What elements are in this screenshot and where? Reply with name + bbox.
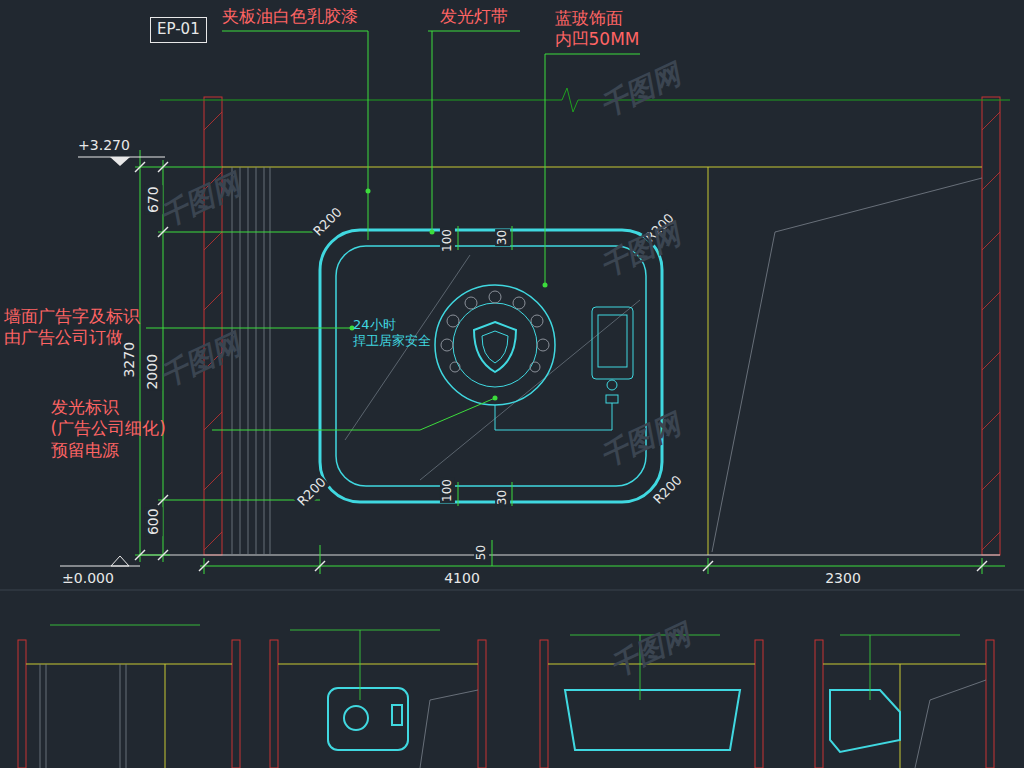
break-line bbox=[160, 88, 1010, 112]
material-note: 发光标识(广告公司细化) 预留电源 bbox=[51, 397, 166, 461]
radius-value: R200 bbox=[294, 474, 331, 511]
sheet-tag: EP-01 bbox=[157, 20, 200, 40]
shield-icon bbox=[482, 331, 508, 363]
dimension-line bbox=[135, 150, 1005, 574]
watermark: 千图网 bbox=[595, 216, 686, 283]
logo-ring bbox=[453, 303, 537, 387]
dimension-tick bbox=[135, 162, 987, 571]
material-note: 发光灯带 bbox=[440, 6, 508, 27]
sign-text: 24小时 捍卫居家安全 bbox=[353, 317, 431, 350]
dimension-value: 50 bbox=[475, 543, 490, 560]
power-wire bbox=[495, 403, 612, 430]
dimension-value: 2300 bbox=[824, 570, 862, 588]
leader-line bbox=[146, 31, 640, 430]
wall-section bbox=[204, 97, 222, 555]
leader-dot bbox=[350, 189, 548, 401]
panel-lines bbox=[232, 167, 982, 555]
power-box bbox=[606, 395, 618, 403]
level-value: ±0.000 bbox=[62, 570, 114, 588]
floor-line bbox=[140, 555, 1000, 556]
dimension-value: 30 bbox=[496, 488, 511, 505]
ring-icons bbox=[441, 291, 549, 372]
watermark: 千图网 bbox=[605, 616, 696, 683]
radius-value: R200 bbox=[650, 472, 687, 509]
power-point bbox=[607, 380, 617, 390]
logo-ring bbox=[435, 285, 555, 405]
watermark: 千图网 bbox=[595, 56, 686, 123]
phone-icon bbox=[592, 307, 633, 379]
material-note: 蓝玻饰面 内凹50MM bbox=[555, 8, 640, 51]
level-mark bbox=[111, 556, 129, 566]
sheet-tag-box: EP-01 bbox=[150, 17, 207, 43]
wall-hatch bbox=[204, 112, 1000, 550]
wall-section bbox=[982, 97, 1000, 555]
material-note: 夹板油白色乳胶漆 bbox=[222, 6, 358, 27]
dimension-value: 100 bbox=[440, 228, 455, 253]
material-note: 墙面广告字及标识 由广告公司订做 bbox=[4, 306, 140, 349]
thumb-walls bbox=[18, 640, 994, 768]
dimension-value: 30 bbox=[496, 228, 511, 245]
thumb-lines bbox=[40, 664, 986, 768]
dimension-value: 3270 bbox=[121, 341, 139, 379]
ceiling-line bbox=[222, 167, 982, 168]
thumb-lines bbox=[26, 664, 986, 768]
level-value: +3.270 bbox=[78, 137, 130, 155]
thumb-panel bbox=[328, 688, 900, 752]
thumb-leaders bbox=[50, 625, 960, 700]
watermark: 千图网 bbox=[595, 406, 686, 473]
sheet-divider bbox=[0, 590, 1024, 591]
partition-line bbox=[708, 167, 709, 555]
shield-icon bbox=[474, 322, 516, 372]
dimension-value: 600 bbox=[144, 508, 162, 537]
dimension-value: 100 bbox=[440, 478, 455, 503]
level-mark bbox=[110, 157, 130, 166]
phone-screen bbox=[598, 315, 627, 367]
dimension-value: 4100 bbox=[443, 570, 481, 588]
